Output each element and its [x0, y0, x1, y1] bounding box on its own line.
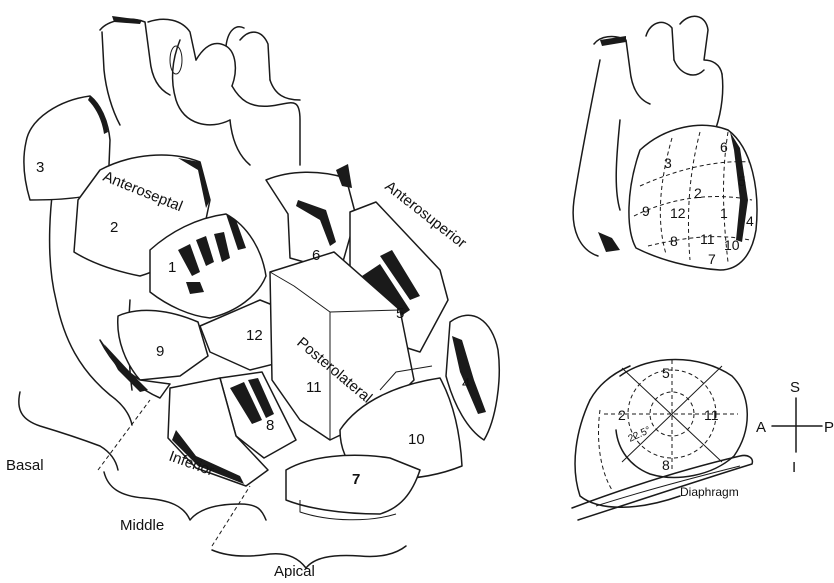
small-segment-3: 3	[664, 155, 672, 171]
small-heart: 3 6 5 2 12 9 1 4 8 11 10 7	[573, 16, 757, 270]
small-segment-4: 4	[746, 213, 754, 229]
small-segment-2: 2	[694, 185, 702, 201]
small-segment-6: 6	[720, 139, 728, 155]
cross-angle-label: 22.5°	[627, 425, 653, 445]
axis-label-anterior: A	[756, 419, 766, 436]
small-segment-11: 11	[700, 231, 715, 247]
segment-label-2: 2	[110, 219, 118, 236]
cross-section: 5 2 11 8 22.5° Diaphragm	[572, 360, 752, 521]
segment-label-6: 6	[312, 247, 320, 264]
small-segment-5: 5	[738, 173, 746, 189]
cross-segment-2: 2	[618, 407, 626, 423]
small-segment-7: 7	[708, 251, 716, 267]
axis-label-posterior: P	[824, 419, 834, 436]
segment-label-1: 1	[168, 259, 176, 276]
cross-segment-8: 8	[662, 457, 670, 473]
segment-6-block	[266, 172, 356, 272]
axis-label-inferior: I	[792, 459, 796, 476]
cross-segment-11: 11	[704, 407, 719, 423]
small-segment-8: 8	[670, 233, 678, 249]
small-segment-10: 10	[724, 237, 740, 253]
main-heart: 3 2 1 12 9 6 5 4 11 10 8 7 Anteroseptal …	[6, 16, 499, 578]
segment-label-11: 11	[306, 379, 322, 396]
segment-label-10: 10	[408, 431, 425, 448]
level-label-basal: Basal	[6, 457, 44, 474]
diaphragm-label: Diaphragm	[680, 485, 739, 499]
small-segment-9: 9	[642, 203, 650, 219]
segment-label-4: 4	[462, 375, 470, 392]
cross-segment-5: 5	[662, 365, 670, 381]
orientation-axes: S A P I	[756, 379, 834, 476]
level-label-middle: Middle	[120, 517, 164, 534]
small-segment-12: 12	[670, 205, 686, 221]
great-vessels-drawing	[100, 16, 300, 165]
segment-label-12: 12	[246, 327, 263, 344]
segment-label-3: 3	[36, 159, 44, 176]
small-segment-1: 1	[720, 205, 728, 221]
segment-label-8: 8	[266, 417, 274, 434]
segment-label-7: 7	[352, 471, 360, 488]
level-label-apical: Apical	[274, 563, 315, 578]
axis-label-superior: S	[790, 379, 800, 396]
segment-label-5: 5	[396, 305, 404, 322]
segment-label-9: 9	[156, 343, 164, 360]
